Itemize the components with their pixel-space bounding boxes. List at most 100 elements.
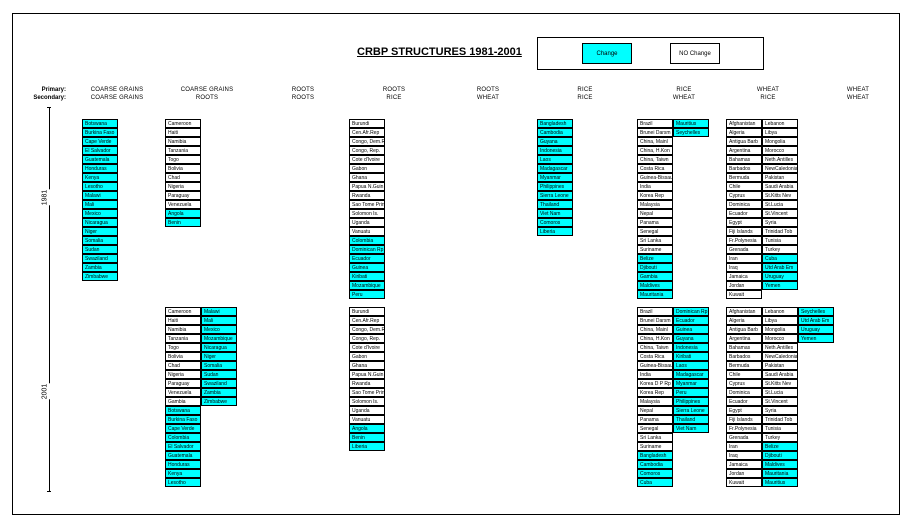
country-cell-change: Benin [165,218,201,227]
country-cell-change: Niger [82,227,118,236]
country-cell-no-change: NewCaledonia [762,352,798,361]
country-cell-change: Comoros [537,218,573,227]
country-cell-change: Mozambique [349,281,385,290]
country-cell-change: Indonesia [537,146,573,155]
country-cell-no-change: Kuwait [726,478,762,487]
country-cell-no-change: Afghanistan [726,307,762,316]
country-cell-change: Swaziland [201,379,237,388]
country-cell-no-change: Senegal [637,227,673,236]
country-cell-no-change: Pakistan [762,361,798,370]
country-cell-no-change: Nigeria [165,370,201,379]
country-cell-change: Utd Arab Em [798,316,834,325]
country-cell-no-change: Saudi Arabia [762,370,798,379]
country-cell-no-change: NewCaledonia [762,164,798,173]
country-cell-no-change: Bolivia [165,352,201,361]
country-cell-no-change: Iran [726,442,762,451]
country-cell-no-change: Sao Tome Prin [349,200,385,209]
column-header-primary: WHEAT [756,87,780,93]
country-cell-no-change: China, Taiwn [637,343,673,352]
country-cell-no-change: Paraguay [165,191,201,200]
country-cell-no-change: Dominica [726,388,762,397]
country-cell-change: Djibouti [637,263,673,272]
country-cell-no-change: Sri Lanka [637,433,673,442]
column-header-secondary: WHEAT [476,95,500,101]
country-cell-no-change: Syria [762,406,798,415]
country-cell-no-change: St.Lucia [762,200,798,209]
country-cell-no-change: Egypt [726,218,762,227]
country-cell-change: Guyana [673,334,709,343]
country-cell-no-change: Syria [762,218,798,227]
country-cell-no-change: Turkey [762,245,798,254]
country-cell-no-change: Cyprus [726,191,762,200]
country-cell-no-change: Guinea-Bissau [637,173,673,182]
country-cell-change: Viet Nam [537,209,573,218]
country-cell-change: Guinea [349,263,385,272]
country-cell-change: Angola [349,424,385,433]
country-cell-no-change: Gambia [165,397,201,406]
country-cell-no-change: Korea Rep [637,388,673,397]
column-header-primary: ROOTS [291,87,315,93]
country-cell-no-change: Barbados [726,352,762,361]
country-cell-change: Burkina Faso [82,128,118,137]
country-cell-change: Colombia [165,433,201,442]
country-cell-no-change: Congo, Rep. [349,334,385,343]
country-cell-no-change: Paraguay [165,379,201,388]
country-cell-no-change: Malaysia [637,200,673,209]
column-header-secondary: RICE [760,95,776,101]
country-cell-change: Ecuador [673,316,709,325]
country-cell-no-change: Algeria [726,128,762,137]
country-cell-no-change: Solomon Is. [349,397,385,406]
column-header-secondary: ROOTS [195,95,219,101]
country-cell-change: Peru [673,388,709,397]
country-cell-change: Uruguay [798,325,834,334]
column-header-primary: RICE [577,87,593,93]
country-cell-change: Swaziland [82,254,118,263]
country-cell-no-change: Lebanon [762,307,798,316]
country-cell-no-change: Suriname [637,442,673,451]
country-cell-no-change: India [637,182,673,191]
country-cell-change: Laos [673,361,709,370]
country-cell-no-change: Tanzania [165,334,201,343]
country-cell-change: Madagascar [673,370,709,379]
country-cell-change: Bangladesh [537,119,573,128]
primary-row-label: Primary: [41,87,66,93]
country-cell-change: Niger [201,352,237,361]
country-cell-no-change: Togo [165,155,201,164]
column-header-secondary: WHEAT [672,95,696,101]
country-cell-no-change: Vanuatu [349,415,385,424]
country-cell-change: Viet Nam [673,424,709,433]
country-cell-no-change: Iraq [726,451,762,460]
country-cell-change: Guyana [537,137,573,146]
country-cell-change: Djibouti [762,451,798,460]
country-cell-change: Kiribati [349,272,385,281]
country-cell-change: Mali [82,200,118,209]
country-cell-change: Gambia [637,272,673,281]
country-cell-change: Philippines [673,397,709,406]
country-cell-no-change: Jordan [726,281,762,290]
country-cell-no-change: Mongolia [762,137,798,146]
column-header-primary: COARSE GRAINS [180,87,234,93]
country-cell-no-change: Neth.Antilles [762,155,798,164]
country-cell-no-change: Guinea-Bissau [637,361,673,370]
country-cell-change: Myanmar [673,379,709,388]
country-cell-no-change: Grenada [726,245,762,254]
country-cell-no-change: Costa Rica [637,352,673,361]
country-cell-change: Mauritania [637,290,673,299]
country-cell-change: Kiribati [673,352,709,361]
country-cell-no-change: Sao Tome Prin [349,388,385,397]
country-cell-change: Belize [637,254,673,263]
country-cell-no-change: Cameroon [165,119,201,128]
country-cell-no-change: Argentina [726,146,762,155]
country-cell-change: Cape Verde [165,424,201,433]
column-header-primary: RICE [676,87,692,93]
country-cell-no-change: Cyprus [726,379,762,388]
country-cell-no-change: Tanzania [165,146,201,155]
country-cell-change: Botswana [165,406,201,415]
country-cell-no-change: Costa Rica [637,164,673,173]
country-cell-change: Laos [537,155,573,164]
country-cell-no-change: Tunisia [762,424,798,433]
country-cell-change: Lesotho [82,182,118,191]
legend-change: Change [582,43,632,64]
country-cell-no-change: Jamaica [726,460,762,469]
country-cell-no-change: Antigua Barb [726,137,762,146]
